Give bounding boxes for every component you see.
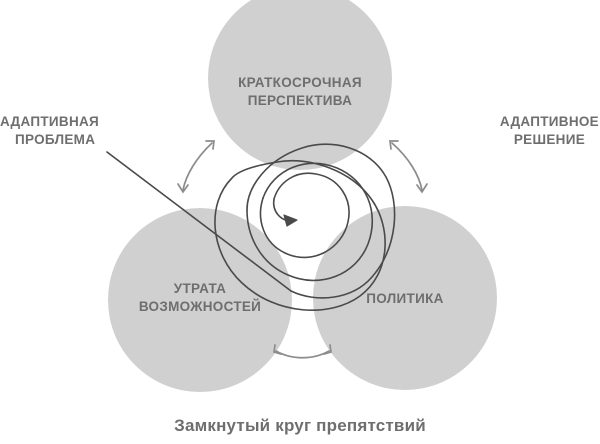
label-adaptive-solution-line2: РЕШЕНИЕ xyxy=(514,132,585,147)
spiral-inner-loop xyxy=(259,172,350,259)
label-adaptive-solution-line1: АДАПТИВНОЕ xyxy=(500,114,599,129)
adaptive-problem-pointer-line xyxy=(106,151,292,292)
arrow-left-to-right-head-right xyxy=(323,344,332,355)
arrow-top-to-left-head-upper xyxy=(205,140,215,150)
label-adaptive-problem-line1: АДАПТИВНАЯ xyxy=(0,114,99,129)
arrow-top-to-right-head-upper xyxy=(389,140,399,150)
arrow-top-to-right xyxy=(391,142,423,191)
circle-politics xyxy=(313,206,497,390)
spiral-outer-loop xyxy=(246,143,396,299)
arrow-top-to-right-head-lower xyxy=(416,183,428,194)
arrow-left-to-right-head-left xyxy=(273,344,282,355)
spiral-arrowhead xyxy=(283,214,298,227)
arrow-top-to-left xyxy=(182,142,213,191)
outer-crossing-loop-group xyxy=(214,159,386,311)
spiral-group xyxy=(106,143,396,299)
side-labels-group: АДАПТИВНАЯ ПРОБЛЕМА АДАПТИВНОЕ РЕШЕНИЕ xyxy=(0,114,599,147)
label-short-term-perspective-line1: КРАТКОСРОЧНАЯ xyxy=(238,75,362,90)
diagram-caption: Замкнутый круг препятствий xyxy=(174,416,426,435)
arrow-left-to-right xyxy=(275,350,330,359)
bidirectional-arrows-group xyxy=(177,140,428,359)
circle-short-term-perspective xyxy=(208,0,392,170)
circle-loss-of-opportunities xyxy=(108,208,292,392)
label-adaptive-problem-line2: ПРОБЛЕМА xyxy=(15,132,95,147)
circles-group xyxy=(108,0,497,392)
label-loss-of-opportunities-line1: УТРАТА xyxy=(174,281,226,296)
circle-labels-group: КРАТКОСРОЧНАЯ ПЕРСПЕКТИВА УТРАТА ВОЗМОЖН… xyxy=(139,75,444,314)
outer-crossing-loop xyxy=(214,159,386,311)
arrow-top-to-left-head-lower xyxy=(177,183,189,194)
label-loss-of-opportunities-line2: ВОЗМОЖНОСТЕЙ xyxy=(139,299,261,314)
label-short-term-perspective-line2: ПЕРСПЕКТИВА xyxy=(248,93,352,108)
label-politics: ПОЛИТИКА xyxy=(366,291,443,306)
